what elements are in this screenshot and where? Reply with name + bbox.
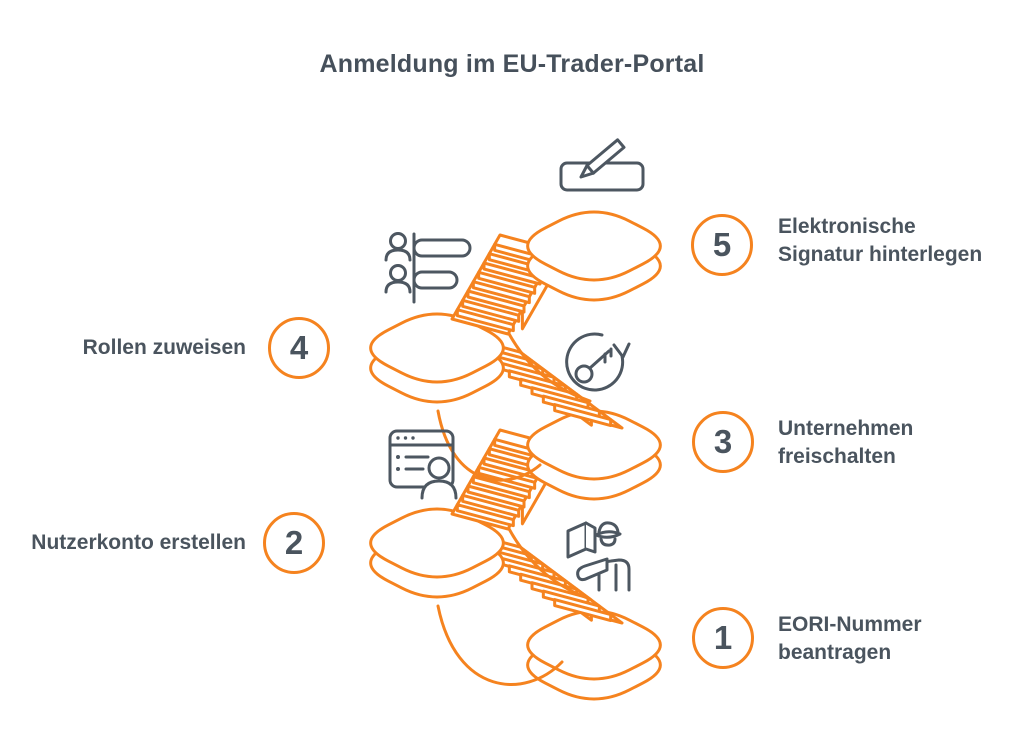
customs-officer-documents-icon <box>566 521 631 592</box>
step-number-3: 3 <box>713 423 733 460</box>
step-number-1: 1 <box>713 619 733 656</box>
step-circle-2: 2 <box>263 512 325 574</box>
step-circle-4: 4 <box>268 317 330 379</box>
step-circle-5: 5 <box>691 214 753 276</box>
step-label-5: Elektronische Signatur hinterlegen <box>778 215 983 266</box>
key-activation-icon <box>565 332 631 392</box>
step-number-2: 2 <box>284 524 304 561</box>
step-number-5: 5 <box>712 226 732 263</box>
step-number-4: 4 <box>289 329 309 366</box>
step-label-3: Unternehmen freischalten <box>778 417 914 468</box>
electronic-signature-icon <box>559 138 645 192</box>
step-circle-1: 1 <box>692 607 754 669</box>
user-account-window-icon <box>388 429 458 500</box>
step-label-1: EORI-Nummer beantragen <box>778 613 922 664</box>
step-label-2: Nutzerkonto erstellen <box>31 531 246 554</box>
step-circle-3: 3 <box>692 411 754 473</box>
step-label-4: Rollen zuweisen <box>82 336 246 359</box>
page-title: Anmeldung im EU-Trader-Portal <box>319 50 705 78</box>
roles-assignment-icon <box>384 232 472 304</box>
